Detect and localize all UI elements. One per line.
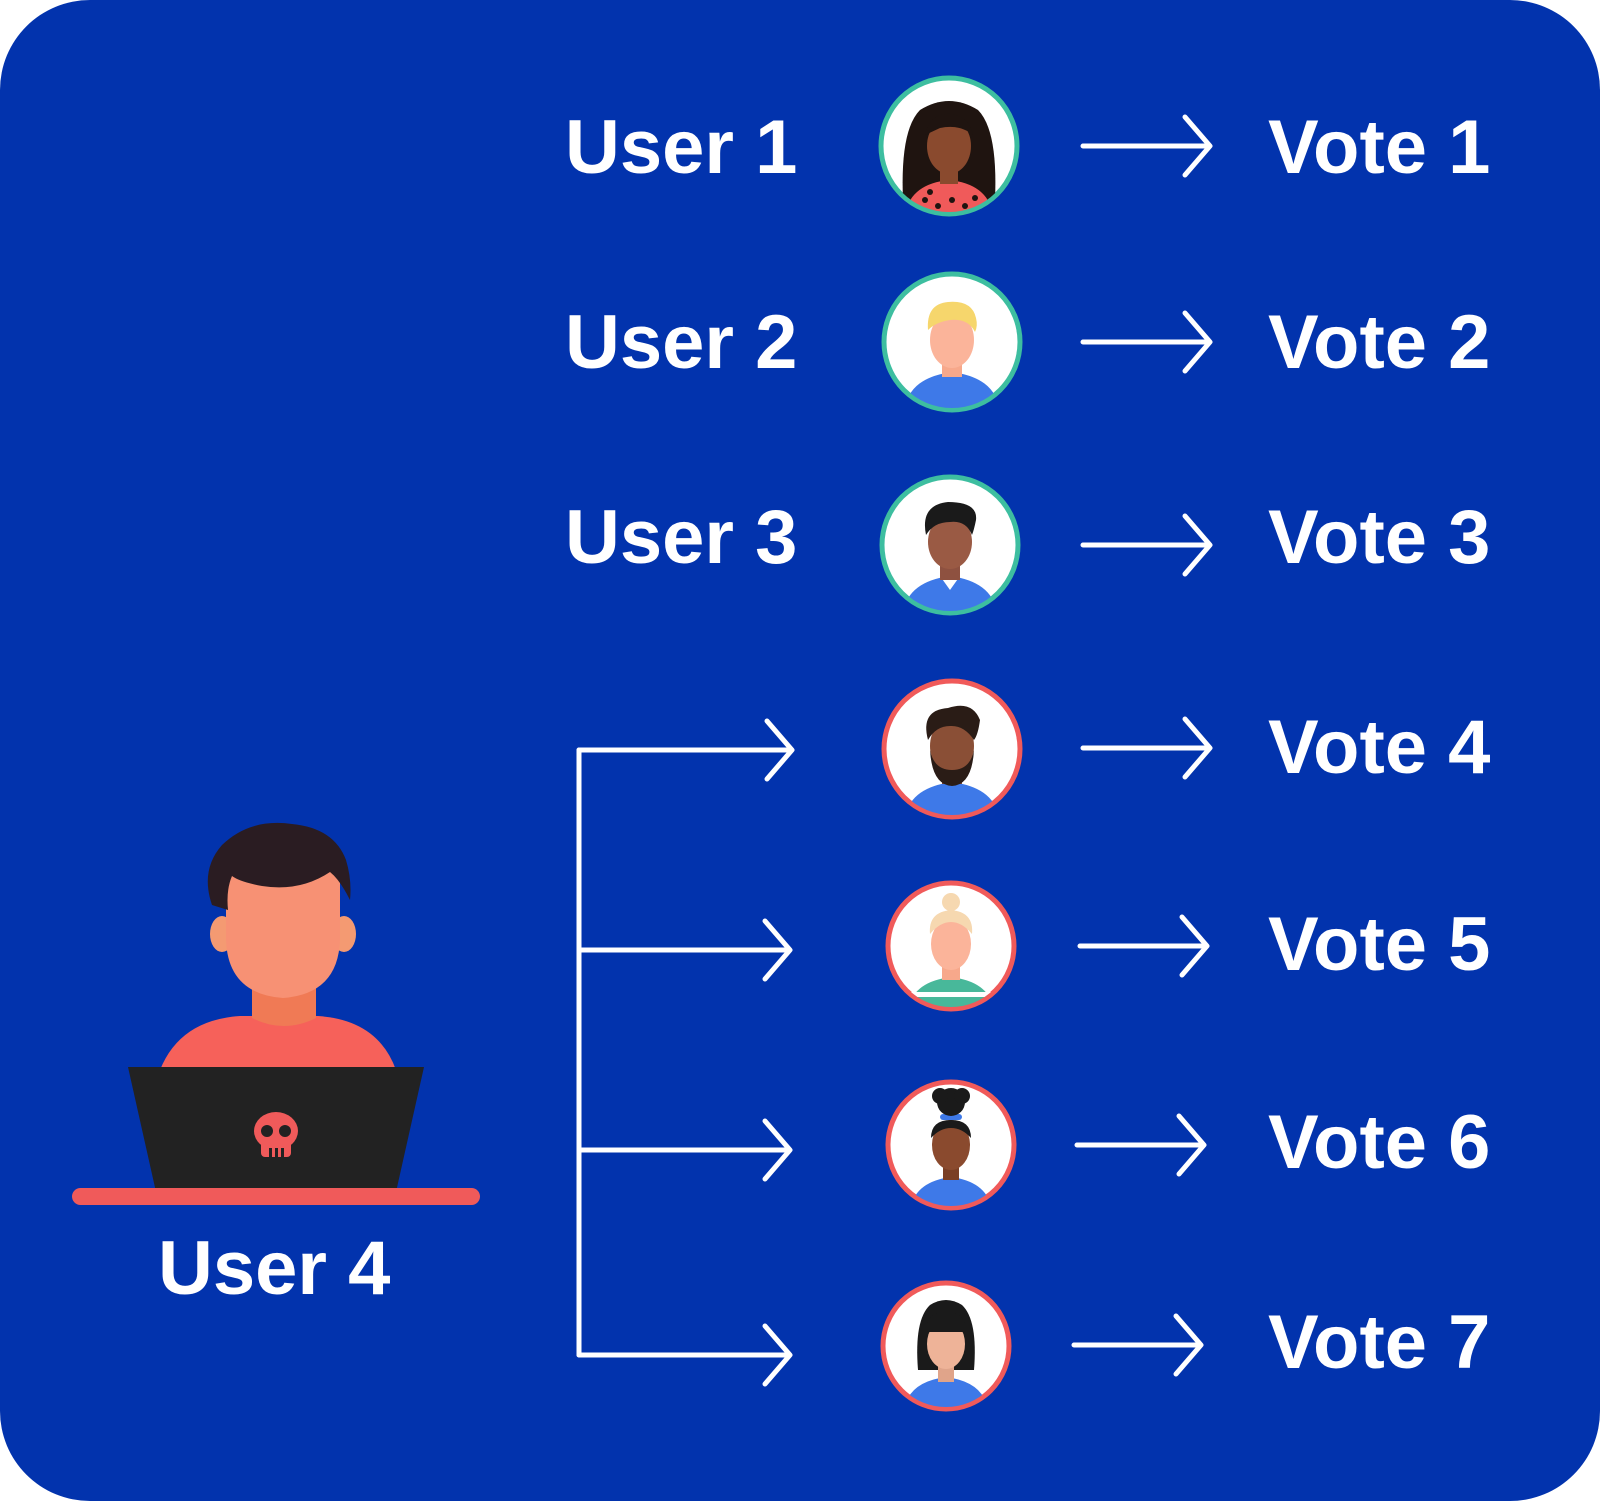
vote-5-arrow xyxy=(1077,914,1210,978)
woman-curly-hair-avatar-icon xyxy=(878,75,1020,217)
fake-identities-branch-connector xyxy=(576,718,795,1387)
blond-man-avatar-icon xyxy=(881,271,1023,413)
woman-bob-hair-avatar-icon xyxy=(880,1280,1012,1412)
vote-3-arrow xyxy=(1080,513,1213,577)
vote-1-label: Vote 1 xyxy=(1268,105,1490,190)
vote-2-label: Vote 2 xyxy=(1268,300,1490,385)
user-1-label: User 1 xyxy=(565,105,797,190)
vote-4-arrow xyxy=(1080,716,1213,780)
vote-6-label: Vote 6 xyxy=(1268,1100,1490,1185)
vote-7-label: Vote 7 xyxy=(1268,1300,1490,1385)
vote-4-label: Vote 4 xyxy=(1268,705,1490,790)
vote-7-arrow xyxy=(1071,1313,1204,1377)
vote-2-arrow xyxy=(1080,310,1213,374)
woman-afro-puff-avatar-icon xyxy=(885,1079,1017,1211)
man-quiff-hair-avatar-icon xyxy=(879,474,1021,616)
bearded-man-avatar-icon xyxy=(881,678,1023,820)
user-4-label: User 4 xyxy=(158,1226,390,1311)
vote-3-label: Vote 3 xyxy=(1268,495,1490,580)
man-bun-avatar-icon xyxy=(885,880,1017,1012)
user-3-label: User 3 xyxy=(565,495,797,580)
skull-icon xyxy=(254,1112,298,1157)
vote-5-label: Vote 5 xyxy=(1268,902,1490,987)
user-2-label: User 2 xyxy=(565,300,797,385)
vote-1-arrow xyxy=(1080,114,1213,178)
vote-6-arrow xyxy=(1074,1113,1207,1177)
